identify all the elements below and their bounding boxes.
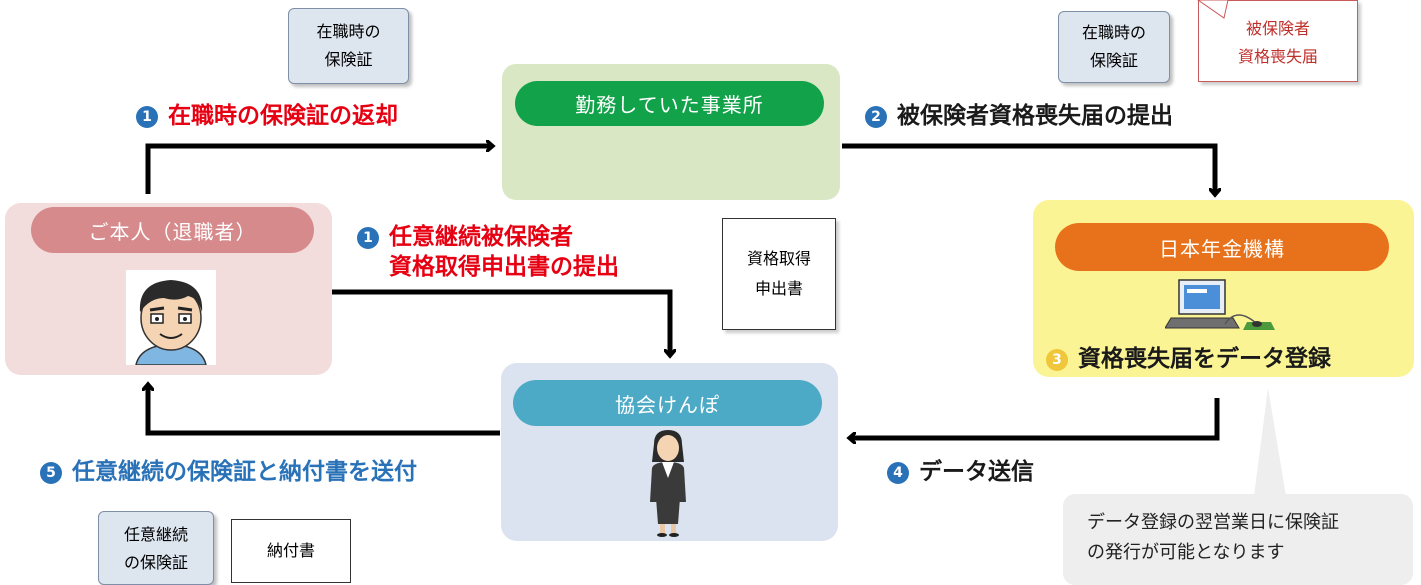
arrow-send-card xyxy=(148,385,500,436)
office-pill: 勤務していた事業所 xyxy=(515,81,824,126)
step-data-send: 4 データ送信 xyxy=(887,457,1034,487)
nenkin-pill: 日本年金機構 xyxy=(1055,223,1389,271)
arrow-submit-application xyxy=(332,289,670,355)
step-send-card: 5 任意継続の保険証と納付書を送付 xyxy=(40,457,417,487)
arrow-return-card xyxy=(145,146,492,194)
note-line: 資格喪失届 xyxy=(1237,47,1318,66)
payment-slip-note: 納付書 xyxy=(231,519,351,583)
callout-pointer xyxy=(1254,388,1286,496)
note-line: 任意継続 xyxy=(123,525,188,544)
note-line: 保険証 xyxy=(1089,51,1138,70)
note-line: 保険証 xyxy=(324,50,373,69)
voluntary-card-note: 任意継続 の保険証 xyxy=(98,511,214,585)
step-text: 被保険者資格喪失届の提出 xyxy=(897,103,1173,129)
step-number-badge: 4 xyxy=(887,462,909,484)
retiree-illustration xyxy=(126,270,216,365)
note-pointer xyxy=(1197,0,1229,19)
step-text: 資格取得申出書の提出 xyxy=(389,254,619,280)
kyokai-pill: 協会けんぽ xyxy=(513,380,822,426)
note-line: の保険証 xyxy=(123,553,188,572)
step-text: 在職時の保険証の返却 xyxy=(168,103,398,129)
note-line: 在職時の xyxy=(316,22,381,41)
acquisition-form-note: 資格取得 申出書 xyxy=(722,218,836,330)
callout-line: データ登録の翌営業日に保険証 xyxy=(1087,512,1339,533)
step-number-badge: 2 xyxy=(865,106,887,128)
step-submit-loss-notice: 2 被保険者資格喪失届の提出 xyxy=(865,101,1173,131)
step-text: データ送信 xyxy=(919,459,1034,485)
note-line: 被保険者 xyxy=(1245,19,1310,38)
computer-illustration xyxy=(1165,279,1275,330)
arrow-data-send xyxy=(850,398,1220,438)
step-submit-application: 1 任意継続被保険者 資格取得申出書の提出 xyxy=(357,222,619,282)
step-number-badge: 5 xyxy=(40,462,62,484)
insurance-card-note-1: 在職時の 保険証 xyxy=(288,8,409,84)
arrow-submit-loss xyxy=(842,143,1215,194)
note-line: 在職時の xyxy=(1081,23,1146,42)
step-text: 資格喪失届をデータ登録 xyxy=(1078,346,1331,372)
step-text: 任意継続被保険者 xyxy=(389,224,573,250)
staff-illustration xyxy=(650,430,686,537)
step-text: 任意継続の保険証と納付書を送付 xyxy=(72,459,417,485)
info-callout: データ登録の翌営業日に保険証 の発行が可能となります xyxy=(1063,494,1413,585)
note-line: 資格取得 xyxy=(746,249,811,268)
loss-notice-note: 被保険者 資格喪失届 xyxy=(1198,0,1358,82)
note-line: 申出書 xyxy=(754,279,803,298)
step-return-card: 1 在職時の保険証の返却 xyxy=(136,101,398,131)
step-number-badge: 1 xyxy=(357,227,379,249)
step-data-registration: 3 資格喪失届をデータ登録 xyxy=(1046,344,1331,374)
person-pill: ご本人（退職者） xyxy=(31,207,314,253)
step-number-badge: 1 xyxy=(136,106,158,128)
insurance-card-note-2: 在職時の 保険証 xyxy=(1058,11,1170,83)
callout-line: の発行が可能となります xyxy=(1087,542,1285,563)
step-number-badge: 3 xyxy=(1046,349,1068,371)
